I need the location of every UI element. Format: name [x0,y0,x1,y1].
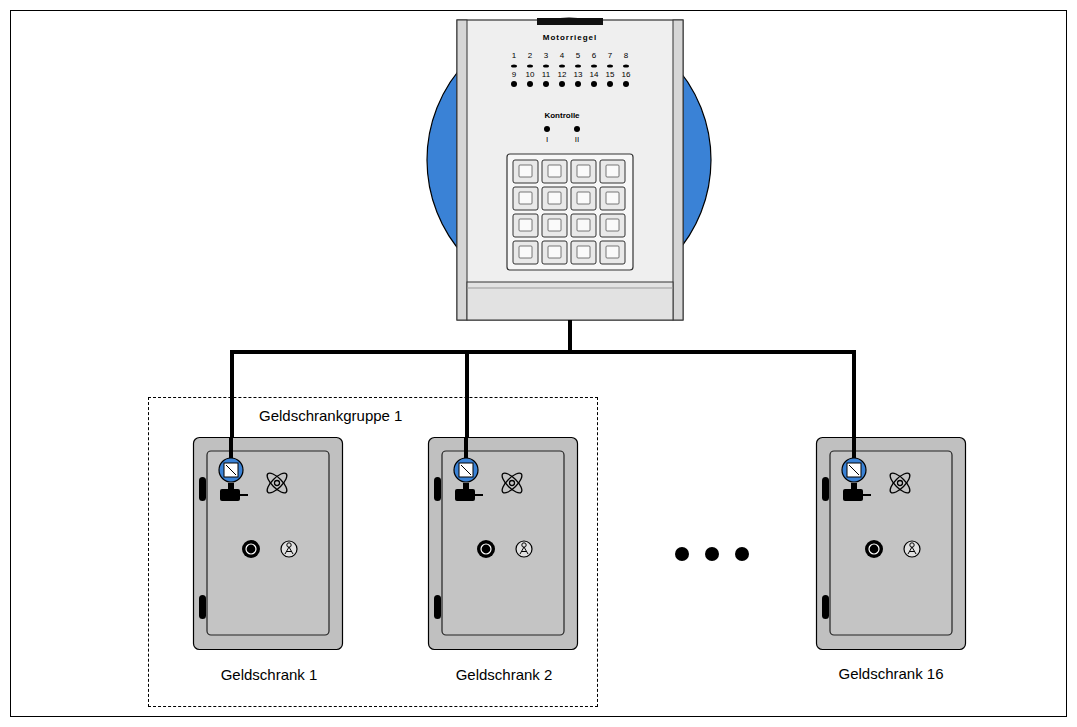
safe: Geldschrank 2 [429,438,579,690]
safe-label: Geldschrank 1 [221,666,318,683]
channel-number: 13 [574,70,583,79]
channel-number: 6 [592,51,596,60]
safe-group: Geldschrank 1 Geldschrank 2 Geldschrankgru… [148,397,598,707]
safe-label: Geldschrank 2 [456,666,553,683]
safe-label: Geldschrank 16 [838,665,943,682]
control-unit: Motorriegel [457,20,683,320]
channel-number: 4 [560,51,564,60]
bus-wire [467,320,570,438]
channel-number: 10 [526,70,535,79]
channel-number: 1 [512,51,516,60]
group-label: Geldschrankgruppe 1 [259,407,402,424]
channel-number: 12 [558,70,567,79]
safe: Geldschrank 16 [816,437,966,689]
control-number: II [575,135,579,144]
channel-number: 8 [624,51,628,60]
channel-number: 16 [622,70,631,79]
channel-number: 3 [544,51,548,60]
channel-number: 11 [542,70,550,79]
channel-number: 14 [590,70,599,79]
device-title: Motorriegel [543,33,598,42]
safe: Geldschrank 1 [194,438,344,690]
channel-number: 7 [608,51,612,60]
channel-number: 15 [606,70,615,79]
channel-number: 2 [528,51,532,60]
channel-number: 5 [576,51,580,60]
channel-number: 9 [512,70,516,79]
control-number: I [546,135,548,144]
bus-wire [570,320,854,437]
control-label: Kontrolle [544,111,579,120]
bus-wire [232,320,570,438]
